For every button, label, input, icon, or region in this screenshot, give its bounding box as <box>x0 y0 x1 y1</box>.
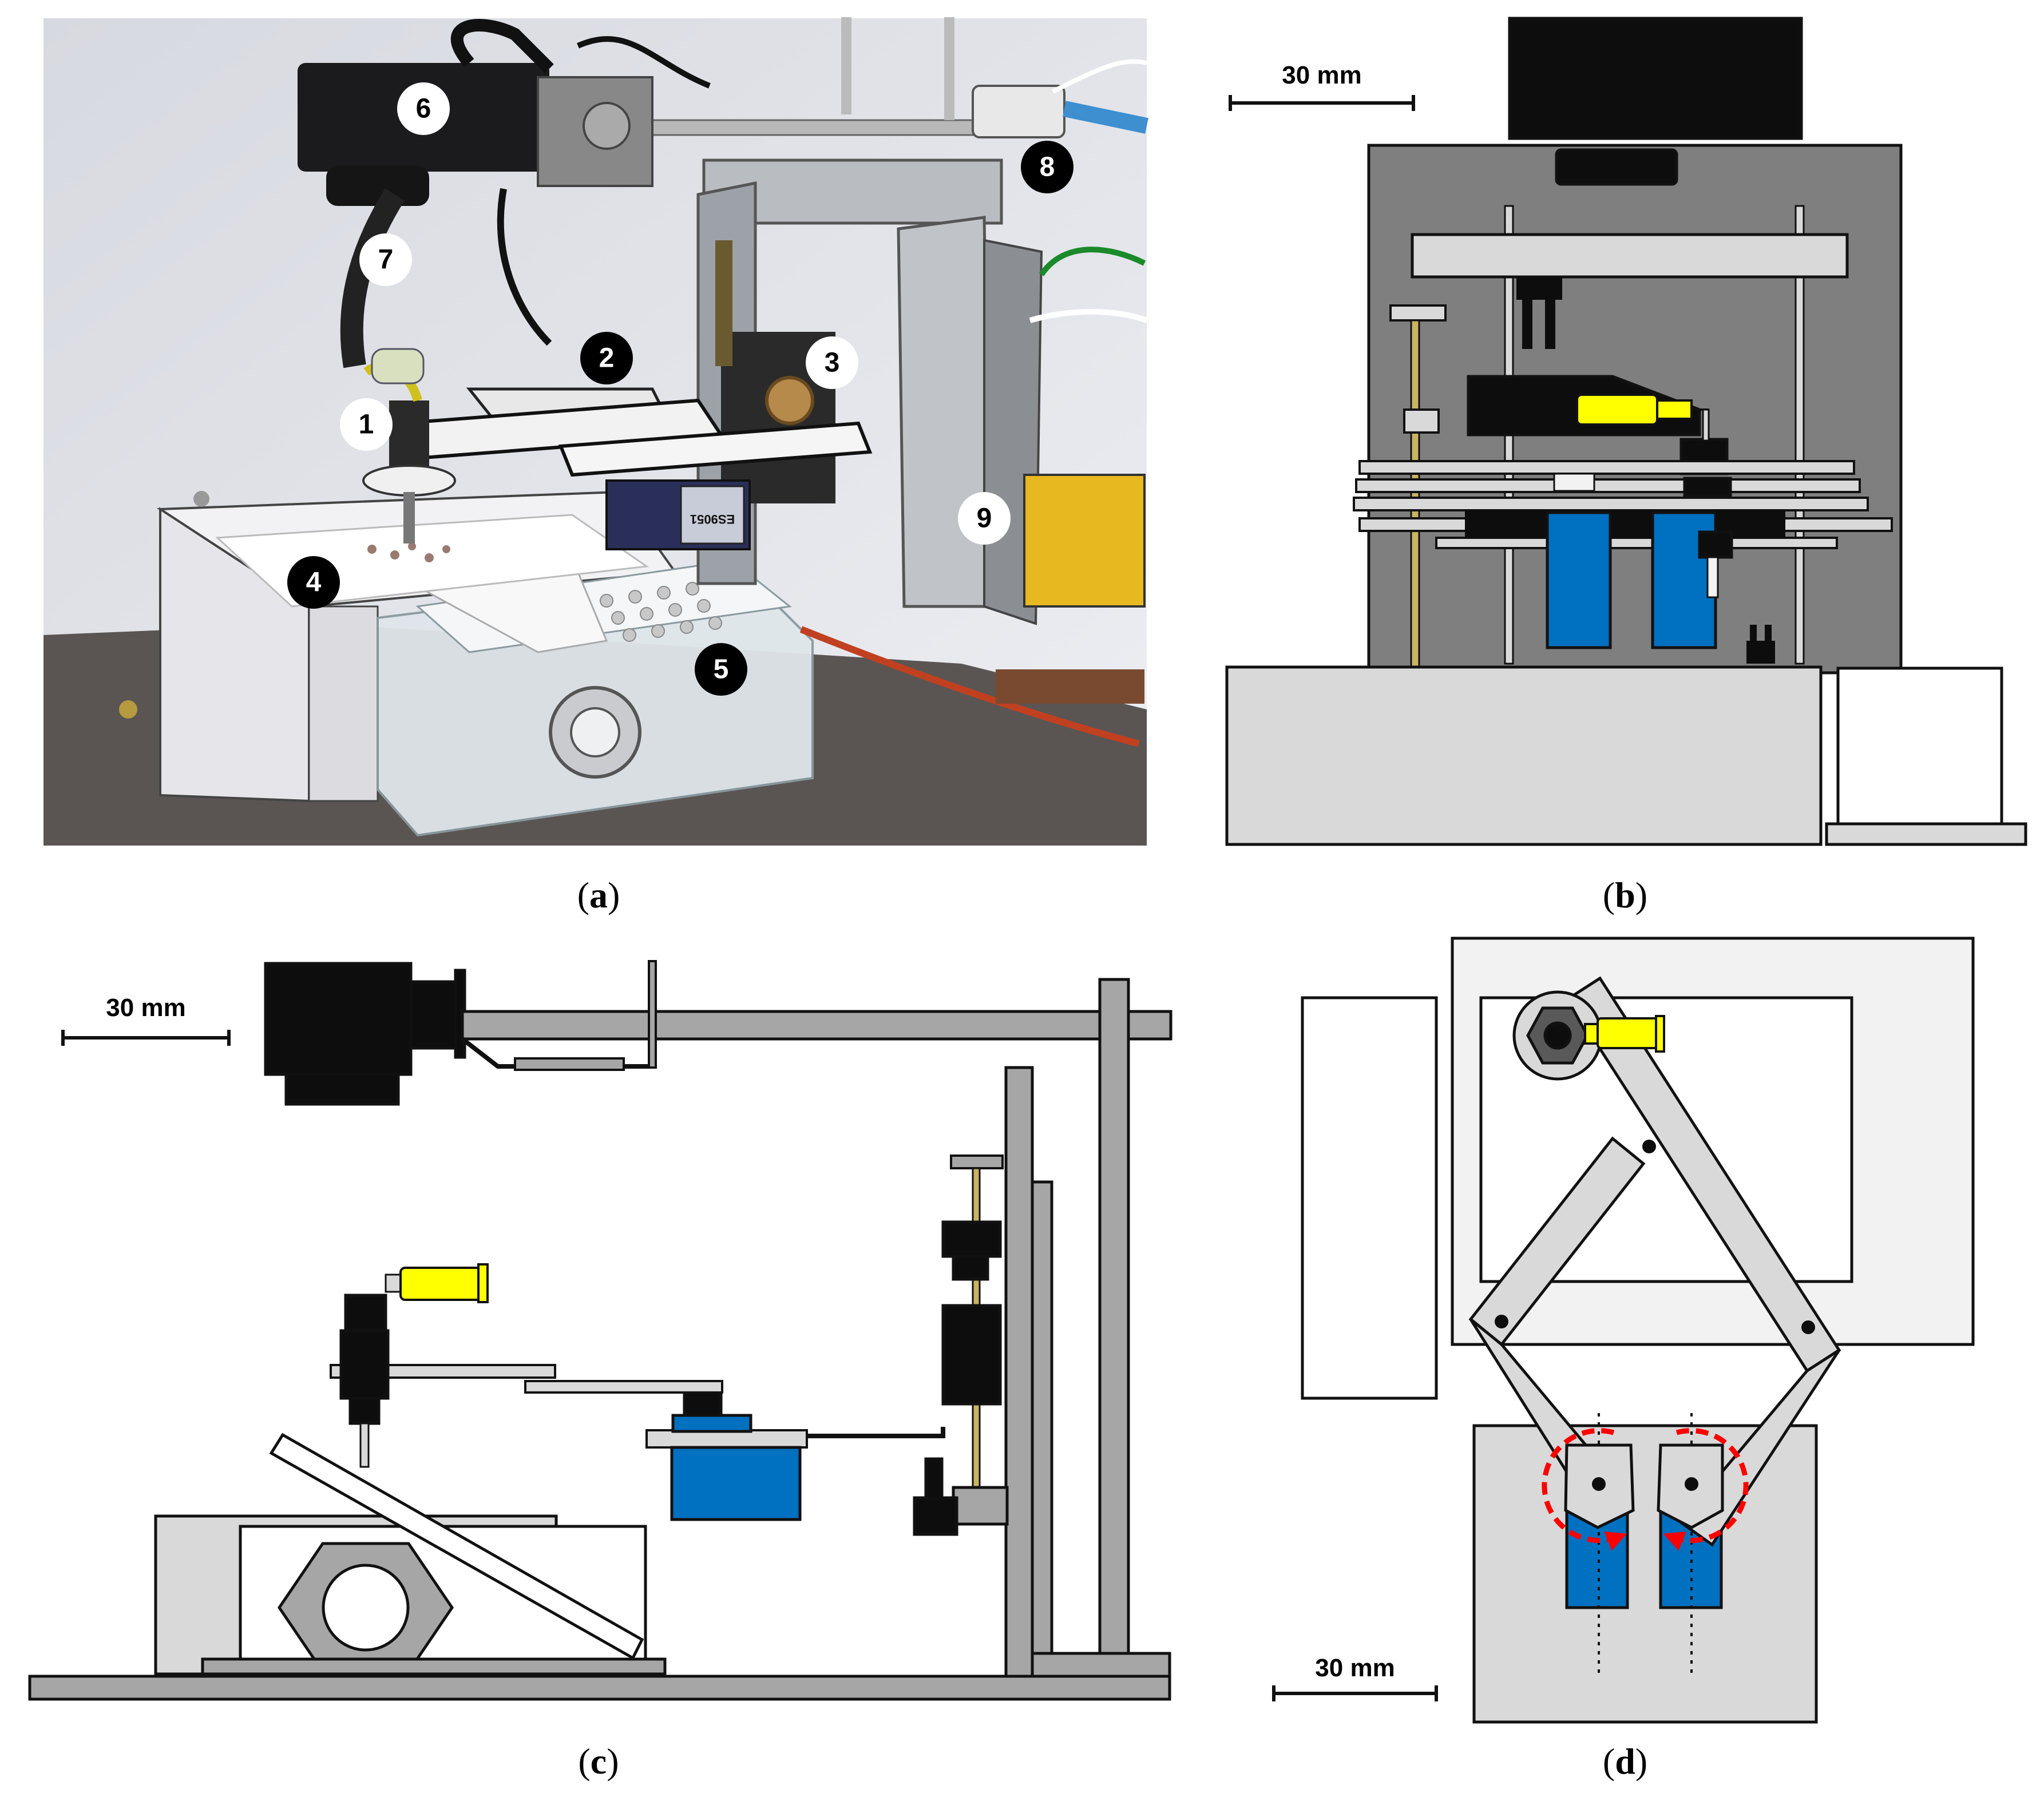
marker-5: 5 <box>695 643 747 696</box>
marker-1: 1 <box>340 398 393 451</box>
carriage <box>941 1304 1002 1406</box>
valve <box>972 85 1065 138</box>
frame-column <box>1098 978 1130 1677</box>
panel-a-photo: ES9051 1 2 3 4 5 6 7 8 9 <box>43 17 1148 846</box>
caption-d: (d) <box>1603 1741 1647 1782</box>
panel-d-top-view: 30 mm <box>1272 937 1975 1724</box>
slanted-plate <box>269 1433 644 1660</box>
camera-body <box>1508 17 1803 140</box>
marker-6: 6 <box>397 82 450 135</box>
rotation-arrow-left <box>1542 1428 1627 1551</box>
side-bin <box>1836 667 2003 826</box>
scale-label-d: 30 mm <box>1315 1654 1395 1682</box>
camera-body <box>264 962 413 1076</box>
caption-a: (a) <box>577 875 620 915</box>
top-beam <box>461 1010 1172 1041</box>
seeds <box>367 542 450 562</box>
rotation-arrow-right <box>1663 1428 1749 1551</box>
arm-plate <box>1358 460 1855 475</box>
side-bin <box>1301 996 1438 1400</box>
needle-tip <box>1597 1017 1659 1049</box>
svg-text:1: 1 <box>359 410 374 440</box>
servo-label: ES9051 <box>690 512 735 526</box>
needle-tip <box>399 1267 482 1301</box>
marker-7: 7 <box>359 233 412 286</box>
servo-motor <box>670 1446 802 1521</box>
electronics-box <box>1023 474 1146 608</box>
camera-lens <box>1555 148 1678 186</box>
scale-label-b: 30 mm <box>1282 61 1361 89</box>
marker-2: 2 <box>580 332 633 384</box>
linear-axis <box>897 216 992 608</box>
scale-label-c: 30 mm <box>106 994 185 1022</box>
servo-left <box>1546 511 1612 649</box>
svg-text:9: 9 <box>977 503 992 534</box>
tray <box>1472 1424 1818 1724</box>
svg-text:3: 3 <box>825 348 840 378</box>
panel-c-side-view: 30 mm <box>28 960 1172 1701</box>
caption-b: (b) <box>1603 875 1647 915</box>
svg-text:6: 6 <box>416 94 431 124</box>
arm-link <box>524 1380 723 1394</box>
marker-8: 8 <box>1021 141 1074 193</box>
base-box <box>1225 665 1823 846</box>
marker-9: 9 <box>958 492 1011 545</box>
svg-text:4: 4 <box>306 568 322 598</box>
callout-markers: 1 2 3 4 5 6 7 8 9 <box>287 82 1074 696</box>
base-plate <box>28 1675 1171 1701</box>
caption-c: (c) <box>578 1741 619 1782</box>
marker-3: 3 <box>806 336 858 389</box>
vacuum-hose <box>340 188 405 368</box>
seed-holes <box>600 582 722 642</box>
marker-4: 4 <box>287 556 340 609</box>
svg-text:2: 2 <box>599 343 615 374</box>
screw-icon <box>193 491 209 507</box>
needle-tip <box>1576 394 1658 426</box>
svg-text:8: 8 <box>1040 152 1055 183</box>
top-plate <box>1411 233 1849 279</box>
panel-b-front-view: 30 mm <box>1225 17 2027 846</box>
svg-text:7: 7 <box>378 245 394 275</box>
screw-icon <box>119 700 137 719</box>
suction-nozzle <box>389 400 429 475</box>
svg-text:5: 5 <box>714 654 729 685</box>
cable <box>450 19 554 73</box>
